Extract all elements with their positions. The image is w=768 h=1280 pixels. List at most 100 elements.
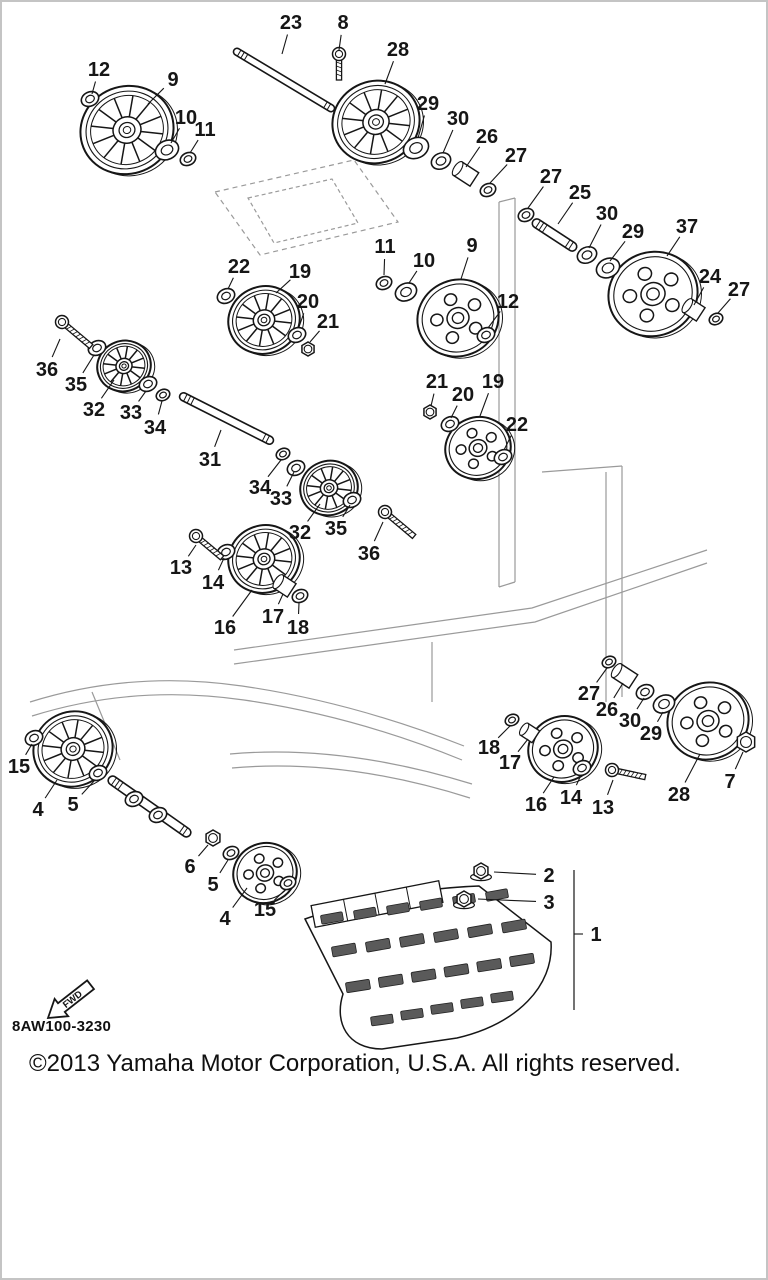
track-lug <box>509 953 535 967</box>
nut <box>205 829 221 847</box>
callout-20: 20 <box>297 291 319 313</box>
leader-line <box>338 34 342 51</box>
callout-10: 10 <box>413 250 435 272</box>
callout-33: 33 <box>120 402 142 424</box>
leader-line <box>596 667 608 683</box>
idler-wheel <box>607 250 702 339</box>
leader-line <box>170 127 180 144</box>
leader-line <box>430 393 435 407</box>
washer-ring <box>517 207 535 223</box>
callout-34: 34 <box>144 417 167 439</box>
leader-line <box>666 236 681 257</box>
frame-line <box>498 581 516 588</box>
callout-10: 10 <box>175 107 197 129</box>
callout-27: 27 <box>728 279 750 301</box>
track-lug <box>419 897 443 911</box>
leader-line <box>527 186 544 209</box>
washer-ring <box>124 790 144 808</box>
leader-line <box>383 258 386 276</box>
washer-ring <box>504 713 520 727</box>
track-lug <box>443 963 470 978</box>
track-guide-plate <box>310 880 444 928</box>
callout-30: 30 <box>447 108 469 130</box>
callout-6: 6 <box>184 856 195 878</box>
callout-18: 18 <box>287 617 309 639</box>
callout-12: 12 <box>497 291 519 313</box>
callout-30: 30 <box>619 710 641 732</box>
track-lug <box>331 942 357 958</box>
callout-13: 13 <box>592 797 614 819</box>
frame-outline-layer <box>29 159 708 799</box>
callout-32: 32 <box>289 522 311 544</box>
track-lug <box>433 928 459 943</box>
leader-line <box>450 405 458 419</box>
washer-ring <box>222 845 240 861</box>
callout-31: 31 <box>199 449 221 471</box>
leader-line <box>307 503 321 522</box>
leader-line <box>275 279 291 294</box>
bolt <box>604 762 647 781</box>
nut <box>423 404 437 420</box>
leader-line <box>384 60 394 85</box>
idler-wheel <box>444 415 516 482</box>
track-lug <box>377 973 404 988</box>
callout-11: 11 <box>374 236 395 258</box>
callout-21: 21 <box>317 311 339 333</box>
leader-line <box>281 34 289 55</box>
callout-5: 5 <box>67 794 78 816</box>
callout-29: 29 <box>622 221 644 243</box>
frame-line <box>233 549 708 651</box>
washer-ring <box>287 326 307 344</box>
bolt <box>377 504 417 540</box>
callout-28: 28 <box>387 39 409 61</box>
callout-25: 25 <box>569 182 591 204</box>
washer-ring <box>479 182 497 198</box>
leader-line <box>613 682 624 699</box>
spacer-collar <box>272 573 298 599</box>
leader-line <box>684 753 701 783</box>
frame-line <box>231 765 471 799</box>
leader-line <box>219 859 229 874</box>
leader-line <box>232 589 253 617</box>
washer-ring <box>88 764 108 782</box>
callout-14: 14 <box>560 787 583 809</box>
leader-line <box>298 313 305 328</box>
track-assembly-layer <box>303 880 552 1050</box>
leader-line <box>465 146 481 168</box>
washer-ring <box>148 806 168 824</box>
track-lug <box>353 906 377 920</box>
washer-ring <box>275 447 291 461</box>
callout-33: 33 <box>270 488 292 510</box>
leader-line <box>227 277 234 290</box>
callout-4: 4 <box>219 908 231 930</box>
callout-34: 34 <box>249 477 272 499</box>
washer-ring <box>279 875 297 891</box>
nut <box>470 862 492 882</box>
diagram-code: 8AW100-3230 <box>12 1018 112 1035</box>
washer-ring <box>216 287 236 305</box>
leader-line <box>81 779 96 795</box>
leader-line <box>91 81 97 95</box>
callout-7: 7 <box>724 771 735 793</box>
callout-1: 1 <box>590 924 601 946</box>
leader-line <box>477 898 537 903</box>
callout-30: 30 <box>596 203 618 225</box>
frame-line <box>498 197 516 203</box>
callout-22: 22 <box>506 414 528 436</box>
leader-line <box>417 115 425 139</box>
washer-ring <box>286 459 306 477</box>
washer-ring <box>179 151 197 167</box>
leader-line <box>609 240 626 262</box>
washer-ring <box>601 655 617 669</box>
callout-12: 12 <box>88 59 110 81</box>
callout-24: 24 <box>699 266 722 288</box>
callout-9: 9 <box>466 235 477 257</box>
leader-line <box>442 129 454 154</box>
washer-ring <box>138 375 158 393</box>
track-lug <box>460 996 484 1009</box>
spoked-idler-wheel <box>79 84 178 177</box>
callout-26: 26 <box>476 126 498 148</box>
washer-ring <box>394 282 418 302</box>
leader-line <box>187 544 197 557</box>
